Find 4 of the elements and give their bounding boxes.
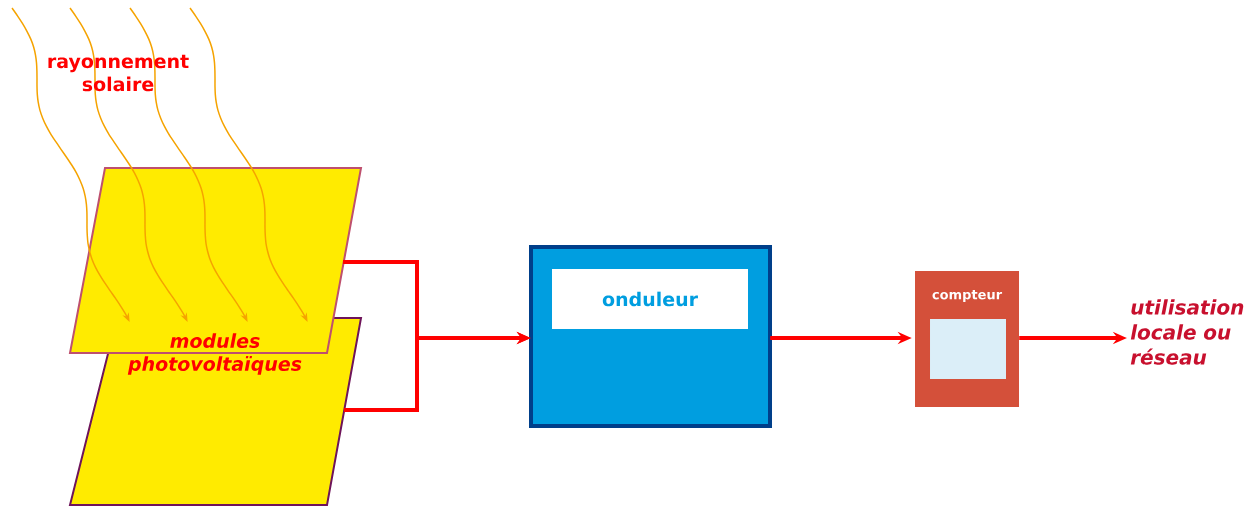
inverter-box: onduleur	[529, 245, 772, 428]
meter-box: compteur	[915, 271, 1019, 407]
label: modules photovoltaïques	[127, 333, 302, 375]
output-label: utilisation locale ou réseau	[1130, 299, 1244, 365]
